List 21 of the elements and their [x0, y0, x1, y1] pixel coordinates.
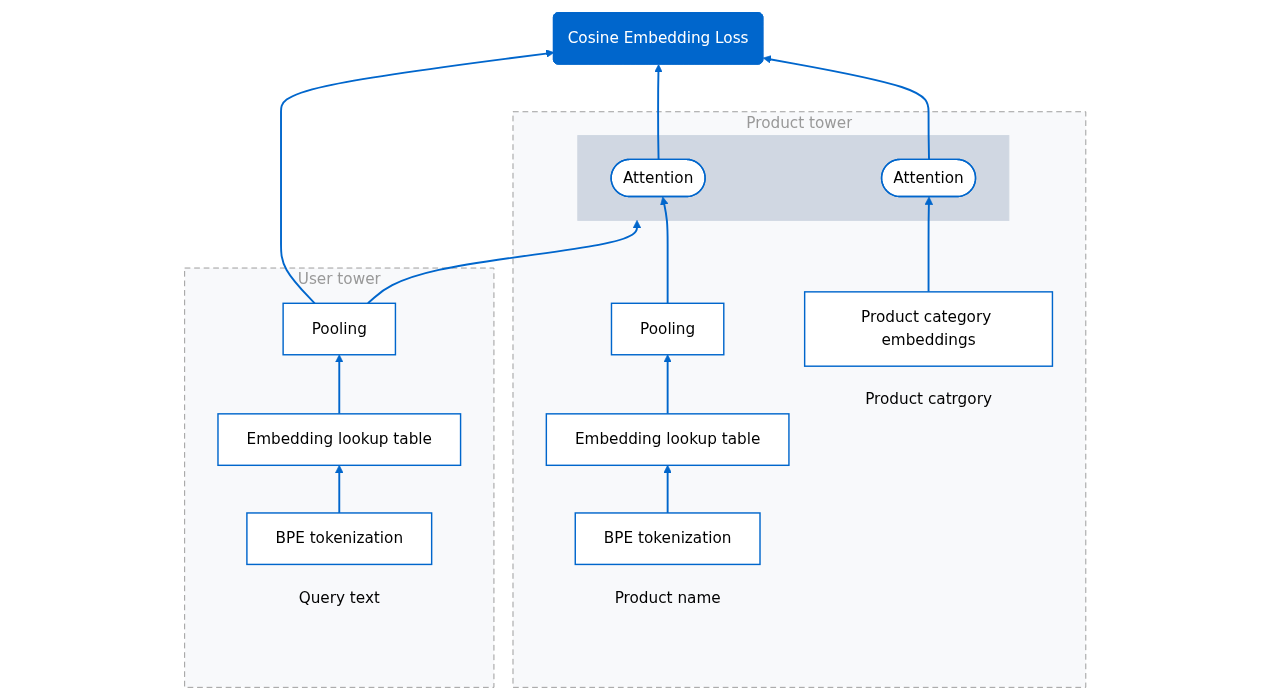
node-label: Product catrgory [865, 390, 993, 409]
arrow [763, 55, 931, 161]
node-box: Embedding lookup table [545, 413, 790, 467]
arrow [924, 196, 934, 293]
arrow [663, 354, 673, 415]
node-box: Embedding lookup table [217, 413, 462, 467]
arrow [280, 49, 555, 305]
node-box: BPE tokenization [574, 512, 761, 566]
node-box: Pooling [282, 302, 397, 356]
node-label: Query text [298, 588, 381, 607]
arrow [660, 196, 669, 305]
arrow [335, 354, 344, 415]
cluster [577, 135, 1010, 221]
arrow [335, 464, 344, 514]
node-box: Pooling [611, 302, 725, 356]
node-label: Product name [614, 588, 721, 607]
node-box: BPE tokenization [246, 512, 433, 566]
arrow [663, 464, 673, 514]
arrow [367, 220, 642, 305]
node-box: Product category embeddings [804, 291, 1054, 367]
arrow [654, 64, 663, 161]
